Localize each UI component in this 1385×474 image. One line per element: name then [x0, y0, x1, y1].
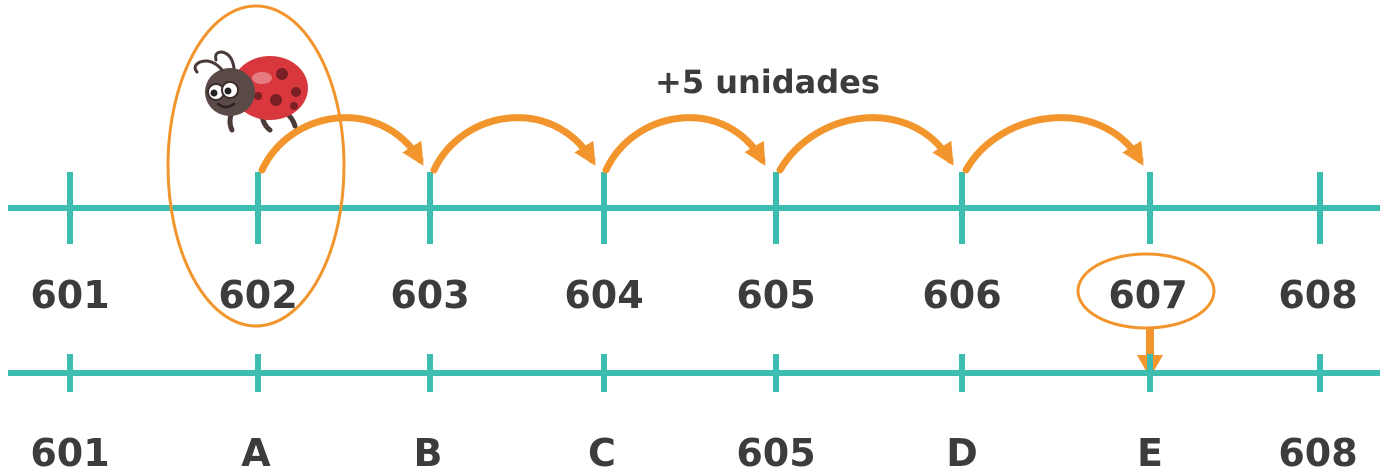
start-highlight-ellipse [166, 4, 346, 328]
top-label-603: 603 [390, 273, 469, 317]
top-label-602: 602 [218, 273, 297, 317]
bottom-label-605: 605 [736, 431, 815, 474]
bottom-label-e: E [1137, 431, 1163, 474]
bottom-label-b: B [414, 431, 443, 474]
bottom-label-d: D [946, 431, 978, 474]
jump-arc-4 [776, 114, 954, 174]
top-label-601: 601 [30, 273, 109, 317]
top-number-line [8, 172, 1380, 244]
jump-label: +5 unidades [655, 63, 880, 101]
top-labels: 601 602 603 604 605 606 607 608 [30, 273, 1357, 317]
jump-arc-5 [962, 114, 1144, 174]
top-label-608: 608 [1278, 273, 1357, 317]
bottom-label-608: 608 [1278, 431, 1357, 474]
bottom-label-c: C [588, 431, 616, 474]
jump-arc-1 [258, 114, 424, 174]
bottom-label-a: A [241, 431, 271, 474]
ladybug-icon [193, 50, 308, 133]
jump-arcs [258, 114, 1144, 174]
bottom-labels: 601 A B C 605 D E 608 [30, 431, 1357, 474]
top-label-606: 606 [922, 273, 1001, 317]
jump-arc-2 [430, 114, 596, 174]
bottom-label-601: 601 [30, 431, 109, 474]
bottom-number-line [8, 354, 1380, 392]
top-label-605: 605 [736, 273, 815, 317]
top-label-607: 607 [1108, 273, 1187, 317]
top-label-604: 604 [564, 273, 643, 317]
jump-arc-3 [602, 114, 766, 174]
